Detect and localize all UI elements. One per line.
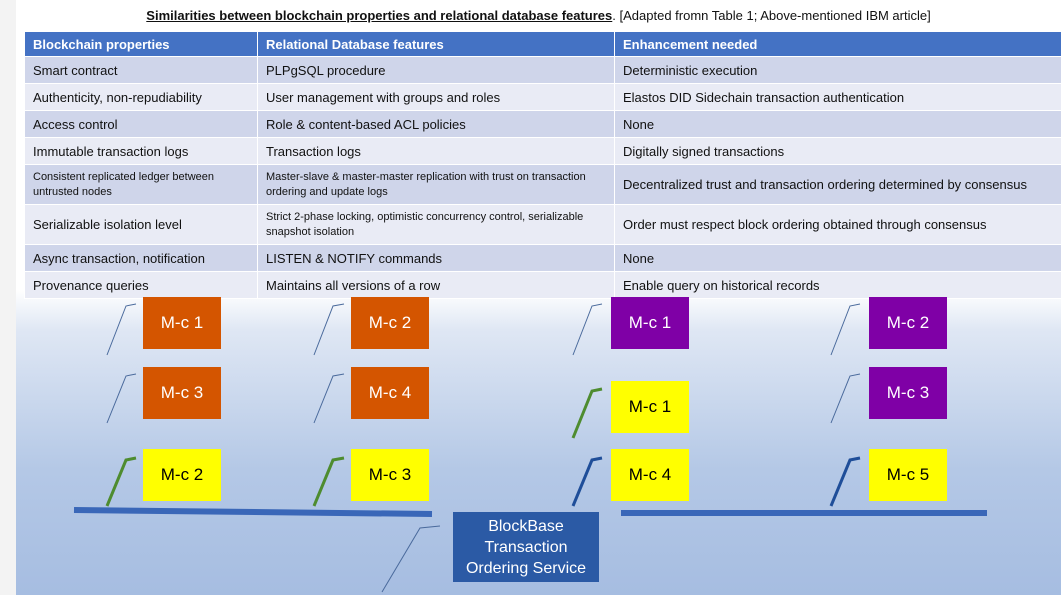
slide-heading: Similarities between blockchain properti…: [16, 8, 1061, 23]
node-right-col2-row2: M-c 3: [869, 367, 947, 419]
connector-right-col2-row3: [829, 456, 861, 507]
connector-right-col1-row3: [571, 456, 603, 507]
heading-source: . [Adapted fromn Table 1; Above-mentione…: [612, 8, 931, 23]
node-right-col2-row3: M-c 5: [869, 449, 947, 501]
table-cell: Async transaction, notification: [24, 244, 258, 272]
node-right-col2-row1: M-c 2: [869, 297, 947, 349]
service-label: BlockBase Transaction Ordering Service: [465, 517, 587, 577]
table-cell: PLPgSQL procedure: [257, 56, 615, 84]
table-cell: User management with groups and roles: [257, 83, 615, 111]
slide: Similarities between blockchain properti…: [16, 0, 1061, 595]
table-cell: Elastos DID Sidechain transaction authen…: [614, 83, 1061, 111]
header-relational-features: Relational Database features: [257, 31, 615, 57]
connector-left-col2-row2: [313, 373, 345, 424]
connector-left-col2-row1: [313, 303, 345, 356]
table-cell: Transaction logs: [257, 137, 615, 165]
table-cell: Maintains all versions of a row: [257, 271, 615, 299]
table-cell: Enable query on historical records: [614, 271, 1061, 299]
table-cell: None: [614, 110, 1061, 138]
connector-right-col2-row1: [830, 303, 861, 356]
table-row: Access control Role & content-based ACL …: [24, 110, 1061, 138]
node-left-col1-row1: M-c 1: [143, 297, 221, 349]
table-cell: None: [614, 244, 1061, 272]
table-row: Authenticity, non-repudiability User man…: [24, 83, 1061, 111]
header-blockchain-properties: Blockchain properties: [24, 31, 258, 57]
table-cell: Consistent replicated ledger between unt…: [24, 164, 258, 205]
connector-left-col2-row3: [312, 456, 345, 507]
node-left-col2-row3: M-c 3: [351, 449, 429, 501]
table-row: Serializable isolation level Strict 2-ph…: [24, 204, 1061, 245]
table-cell: Strict 2-phase locking, optimistic concu…: [257, 204, 615, 245]
connector-right-col1-row2: [571, 387, 603, 439]
node-left-col2-row1: M-c 2: [351, 297, 429, 349]
table-header-row: Blockchain properties Relational Databas…: [24, 31, 1061, 57]
table-cell: Deterministic execution: [614, 56, 1061, 84]
connector-left-col1-row2: [106, 373, 137, 424]
table-cell: Role & content-based ACL policies: [257, 110, 615, 138]
table-row: Smart contract PLPgSQL procedure Determi…: [24, 56, 1061, 84]
connector-right-col2-row2: [830, 373, 861, 424]
node-left-col1-row3: M-c 2: [143, 449, 221, 501]
header-enhancement-needed: Enhancement needed: [614, 31, 1061, 57]
table-cell: Provenance queries: [24, 271, 258, 299]
node-right-col1-row2: M-c 1: [611, 381, 689, 433]
left-chain-bar: [73, 507, 433, 517]
table-cell: Smart contract: [24, 56, 258, 84]
node-left-col1-row2: M-c 3: [143, 367, 221, 419]
node-right-col1-row1: M-c 1: [611, 297, 689, 349]
connector-left-col1-row1: [106, 303, 137, 356]
node-right-col1-row3: M-c 4: [611, 449, 689, 501]
blockbase-ordering-service: BlockBase Transaction Ordering Service: [453, 512, 599, 582]
service-connector: [381, 525, 441, 593]
comparison-table: Blockchain properties Relational Databas…: [24, 31, 1061, 299]
table-cell: Master-slave & master-master replication…: [257, 164, 615, 205]
table-cell: Access control: [24, 110, 258, 138]
connector-right-col1-row1: [572, 303, 603, 356]
table-row: Provenance queries Maintains all version…: [24, 271, 1061, 299]
diagram-connectors: [73, 303, 987, 593]
table-cell: Immutable transaction logs: [24, 137, 258, 165]
table-cell: LISTEN & NOTIFY commands: [257, 244, 615, 272]
heading-title: Similarities between blockchain properti…: [146, 8, 613, 23]
table-cell: Serializable isolation level: [24, 204, 258, 245]
connector-left-col1-row3: [105, 456, 137, 507]
node-left-col2-row2: M-c 4: [351, 367, 429, 419]
table-row: Async transaction, notification LISTEN &…: [24, 244, 1061, 272]
